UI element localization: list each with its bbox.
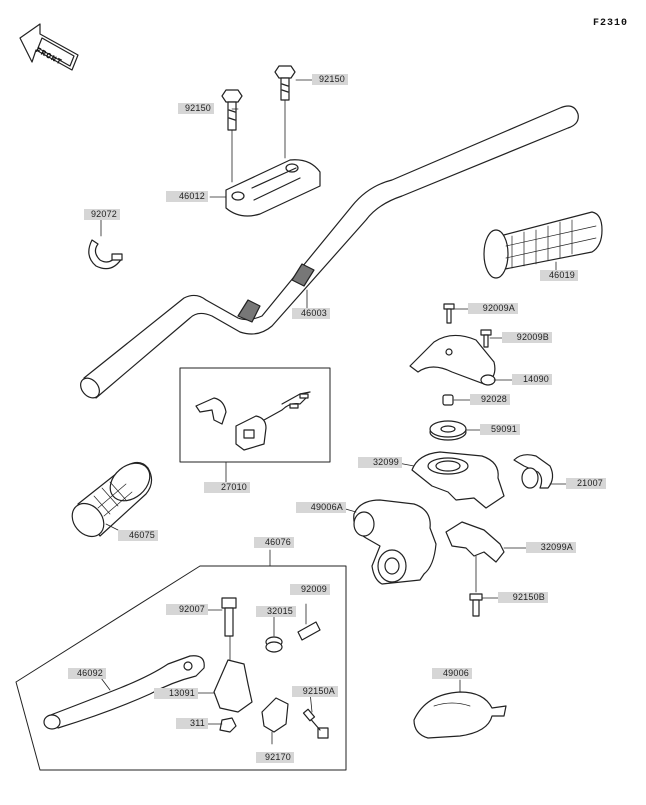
front-arrow-icon [19, 23, 79, 71]
clip-92072 [88, 239, 123, 270]
label-32015[interactable]: 32015 [256, 606, 296, 617]
label-13091[interactable]: 13091 [154, 688, 198, 699]
label-92009B[interactable]: 92009B [502, 332, 552, 343]
grip-46019 [483, 211, 603, 279]
bolt-92150-left [221, 89, 243, 183]
collar-92028 [442, 394, 454, 406]
handlebar [80, 105, 579, 399]
grip-46075 [71, 461, 153, 538]
label-92009A[interactable]: 92009A [468, 303, 518, 314]
label-14090[interactable]: 14090 [512, 374, 552, 385]
label-92028[interactable]: 92028 [470, 394, 510, 405]
label-46075[interactable]: 46075 [118, 530, 158, 541]
washer-32015 [265, 636, 283, 653]
label-21007[interactable]: 21007 [566, 478, 606, 489]
bolt-92150B [469, 593, 483, 617]
holder-13091 [213, 635, 253, 713]
screw-92009B [480, 329, 492, 348]
label-92170[interactable]: 92170 [256, 752, 294, 763]
lever-46092 [43, 655, 205, 730]
bolt-92150A [302, 708, 329, 739]
label-92009[interactable]: 92009 [290, 584, 330, 595]
label-46092[interactable]: 46092 [68, 668, 106, 679]
label-92150A[interactable]: 92150A [292, 686, 338, 697]
boot-49006 [413, 679, 507, 739]
adjuster-92009 [297, 603, 321, 641]
cover-14090 [409, 334, 496, 386]
part-21007 [513, 454, 554, 489]
label-92150B[interactable]: 92150B [498, 592, 548, 603]
bolt-92007 [221, 597, 237, 637]
label-49006A[interactable]: 49006A [296, 502, 346, 513]
pulley-59091 [429, 420, 467, 441]
clamp-32099A [445, 521, 505, 593]
label-92072[interactable]: 92072 [84, 209, 120, 220]
label-27010[interactable]: 27010 [204, 482, 250, 493]
label-46019[interactable]: 46019 [540, 270, 578, 281]
label-311[interactable]: 311 [176, 718, 208, 729]
label-92007[interactable]: 92007 [166, 604, 208, 615]
handlebar-clamp-46012 [225, 159, 321, 217]
leader-lines [97, 79, 567, 725]
nut-311 [219, 717, 237, 733]
throttle-housing-32099 [411, 451, 505, 509]
label-46003[interactable]: 46003 [292, 308, 330, 319]
label-32099A[interactable]: 32099A [526, 542, 576, 553]
lever-assembly-46076 [15, 549, 347, 771]
label-92150-top[interactable]: 92150 [312, 74, 348, 85]
label-92150-left[interactable]: 92150 [178, 103, 214, 114]
switch-group-27010 [179, 367, 331, 483]
label-46012[interactable]: 46012 [166, 191, 208, 202]
label-59091[interactable]: 59091 [480, 424, 520, 435]
label-46076[interactable]: 46076 [254, 537, 294, 548]
figure-code: F2310 [592, 18, 628, 29]
bolt-92150-top [274, 65, 296, 159]
label-49006[interactable]: 49006 [432, 668, 472, 679]
clamp-92170 [261, 697, 289, 745]
label-32099[interactable]: 32099 [358, 457, 402, 468]
throttle-49006A [353, 499, 437, 585]
screw-92009A [443, 303, 455, 324]
